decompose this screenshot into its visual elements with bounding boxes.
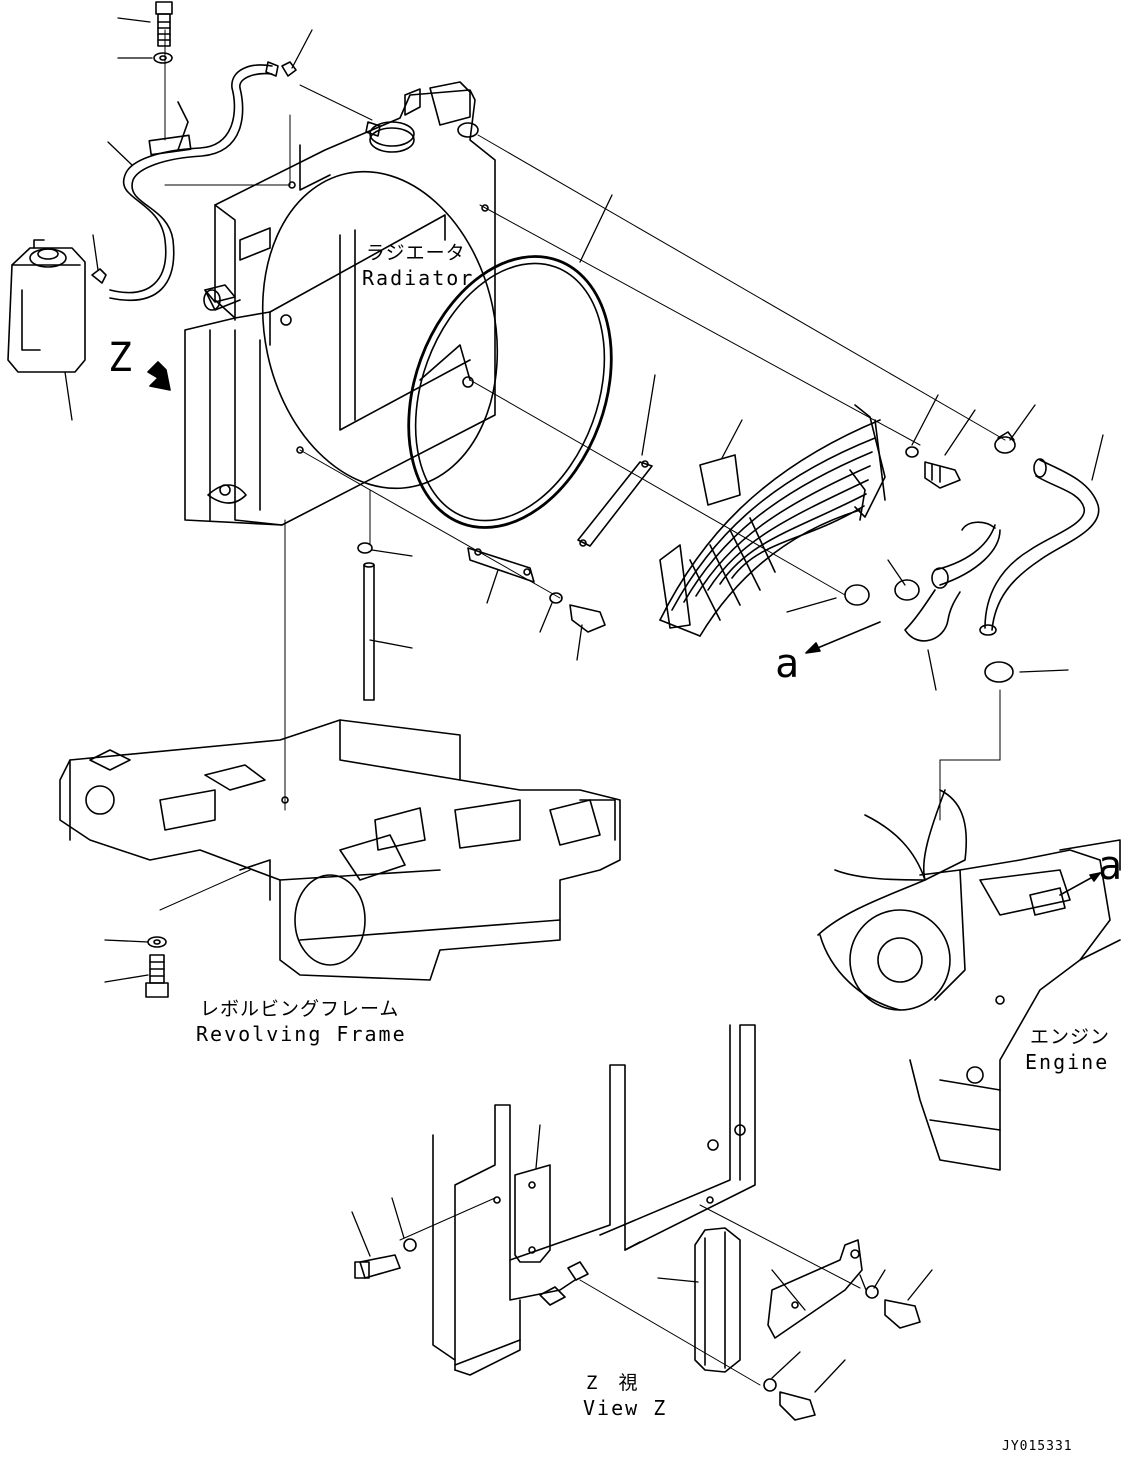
clamps <box>357 431 1016 683</box>
upper-hose <box>979 458 1100 636</box>
view-z-bolts <box>354 1238 921 1421</box>
radiator-frame <box>184 89 499 526</box>
revolving-frame-label-jp: レボルビングフレーム <box>200 998 400 1020</box>
ref-a-arrow <box>805 621 881 654</box>
top-bolt <box>153 1 173 64</box>
lower-hose <box>904 521 1001 642</box>
view-z-bracket <box>514 1164 551 1263</box>
view-z-label-jp: Z 視 <box>586 1372 639 1394</box>
view-z-cover <box>694 1227 741 1373</box>
assembly-lines <box>159 29 1006 1386</box>
view-z <box>432 1024 756 1376</box>
ref-a-label-2: a <box>1098 843 1123 889</box>
radiator-inlet-pipe <box>203 289 241 311</box>
view-z-arrow <box>147 361 171 391</box>
radiator-label-jp: ラジエータ <box>366 242 466 264</box>
leader-lines <box>64 17 1104 1393</box>
revolving-frame <box>59 719 621 981</box>
bolts-right <box>549 446 961 633</box>
drawing-code: JY015331 <box>1002 1439 1073 1454</box>
engine-label-jp: エンジン <box>1030 1026 1111 1048</box>
radiator-label-en: Radiator <box>362 266 475 290</box>
reserve-tank <box>7 239 86 373</box>
ref-a-label-1: a <box>775 641 800 687</box>
shroud-ring <box>407 255 613 529</box>
fan-guard <box>659 404 886 637</box>
radiator-cap <box>365 81 479 153</box>
drain-pipe <box>363 562 375 701</box>
engine-label-en: Engine <box>1025 1050 1110 1074</box>
overflow-hose <box>91 61 297 302</box>
stays <box>467 460 653 583</box>
engine <box>817 789 1121 1171</box>
revolving-frame-label-en: Revolving Frame <box>196 1022 407 1046</box>
view-z-marker: Z <box>108 335 133 381</box>
view-z-plate <box>767 1239 863 1339</box>
view-z-label-en: View Z <box>583 1396 668 1420</box>
frame-bolt <box>145 936 169 998</box>
